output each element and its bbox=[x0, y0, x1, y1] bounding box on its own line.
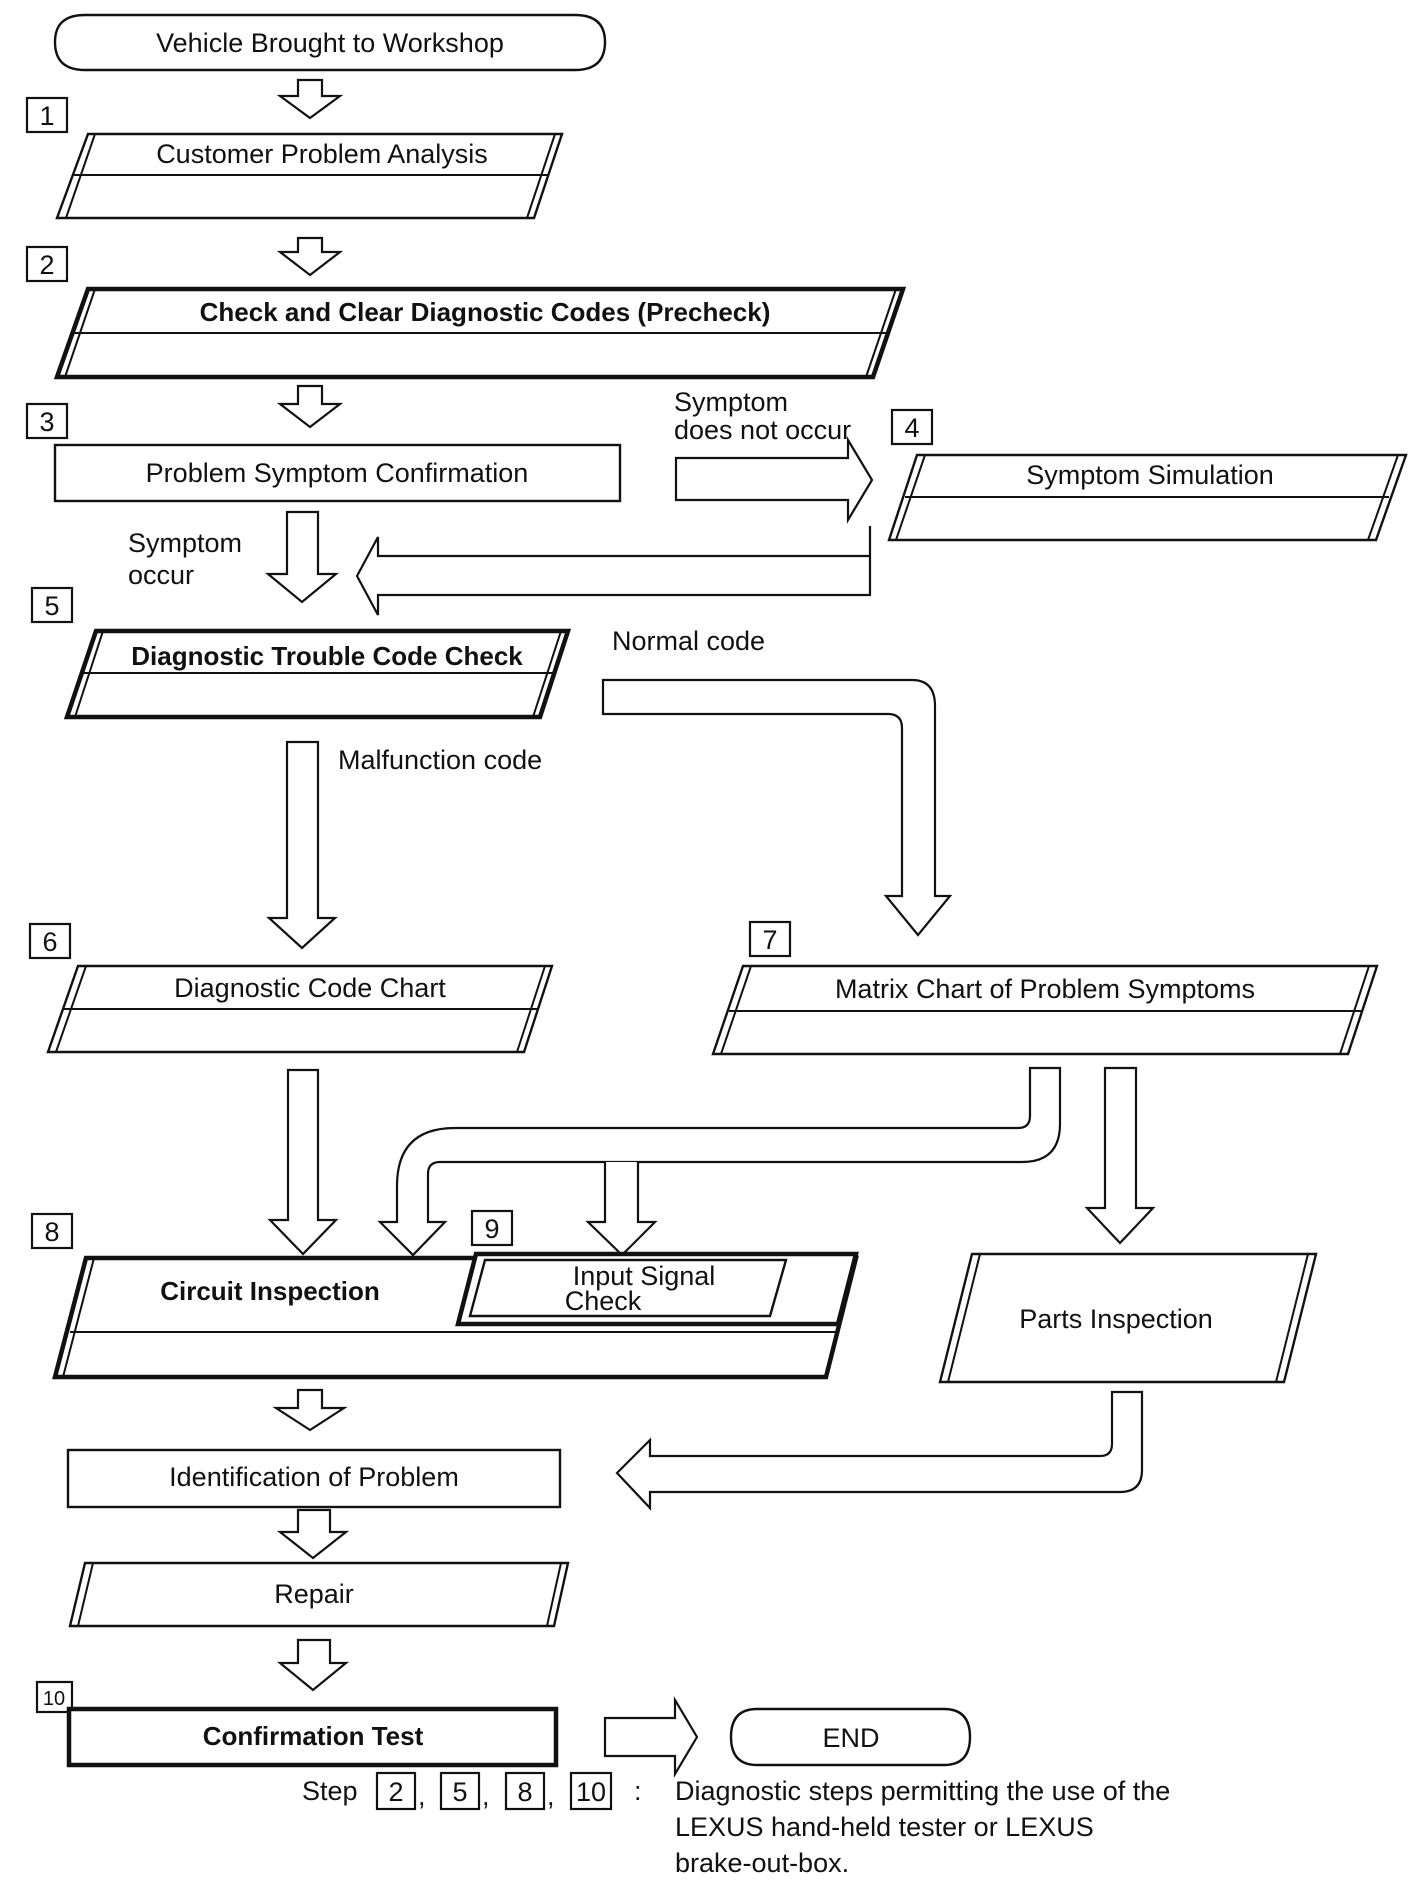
parts-inspection: Parts Inspection bbox=[938, 1252, 1318, 1384]
step-label: Input Signal bbox=[573, 1261, 716, 1291]
step-number-box bbox=[30, 586, 74, 624]
step-number-box bbox=[30, 1212, 74, 1250]
legend-step: 8 bbox=[517, 1777, 532, 1807]
step-number-box bbox=[25, 402, 69, 440]
flow-arrow bbox=[276, 384, 344, 429]
step-label: Diagnostic Trouble Code Check bbox=[131, 641, 523, 671]
step-label: Parts Inspection bbox=[1019, 1304, 1213, 1334]
legend-separator: , bbox=[418, 1781, 426, 1811]
legend-prefix: Step bbox=[302, 1776, 358, 1806]
flow-arrow bbox=[264, 510, 340, 604]
step-2: 2 Check and Clear Diagnostic Codes (Prec… bbox=[25, 245, 907, 380]
step-number-box bbox=[470, 1209, 514, 1247]
step-5: 5 Diagnostic Trouble Code Check bbox=[30, 586, 572, 720]
step-label: Repair bbox=[274, 1579, 354, 1609]
legend-description: Diagnostic steps permitting the use of t… bbox=[675, 1776, 1170, 1806]
legend: Step 2 , 5 , 8 , 10 : Diagnostic steps p… bbox=[302, 1771, 1170, 1878]
step-number: 9 bbox=[484, 1214, 499, 1244]
legend-step: 5 bbox=[452, 1777, 467, 1807]
edge-label-symptom-not-occur: does not occur bbox=[674, 415, 851, 445]
flow-arrow bbox=[1084, 1066, 1156, 1245]
legend-separator: , bbox=[547, 1781, 555, 1811]
edge-label-normal-code: Normal code bbox=[612, 626, 765, 656]
legend-step: 10 bbox=[576, 1777, 606, 1807]
step-number: 2 bbox=[39, 250, 54, 280]
step-number: 4 bbox=[904, 413, 919, 443]
step-number: 6 bbox=[42, 927, 57, 957]
end-label: END bbox=[822, 1723, 879, 1753]
step-number: 3 bbox=[39, 407, 54, 437]
step-label: Identification of Problem bbox=[169, 1462, 459, 1492]
legend-separator: , bbox=[482, 1781, 490, 1811]
step-4: 4 Symptom Simulation bbox=[887, 408, 1408, 542]
flow-arrow-left bbox=[355, 526, 872, 616]
step-label: Check bbox=[565, 1286, 642, 1316]
step-10: 10 Confirmation Test bbox=[35, 1680, 559, 1768]
step-number-box bbox=[25, 96, 69, 134]
flow-arrow bbox=[276, 78, 344, 120]
edge-label-symptom-occur: Symptom bbox=[128, 528, 242, 558]
start-label: Vehicle Brought to Workshop bbox=[156, 28, 504, 58]
flow-arrow-right bbox=[603, 1695, 699, 1779]
flow-arrow-branch bbox=[377, 1066, 1062, 1257]
step-number: 7 bbox=[762, 925, 777, 955]
flow-arrow-right bbox=[674, 436, 874, 524]
legend-description: brake-out-box. bbox=[675, 1848, 849, 1878]
legend-step-box bbox=[375, 1771, 417, 1811]
step-6: 6 Diagnostic Code Chart bbox=[28, 922, 554, 1054]
flow-arrow-left bbox=[615, 1390, 1144, 1511]
step-number: 10 bbox=[43, 1688, 65, 1710]
step-label: Matrix Chart of Problem Symptoms bbox=[835, 974, 1255, 1004]
step-number-box bbox=[890, 408, 934, 446]
step-9: 9 Input Signal Check bbox=[455, 1209, 859, 1327]
flow-arrow bbox=[266, 740, 338, 950]
legend-step-box bbox=[439, 1771, 481, 1811]
legend-description: LEXUS hand-held tester or LEXUS bbox=[675, 1812, 1094, 1842]
step-label: Diagnostic Code Chart bbox=[174, 973, 446, 1003]
flow-arrow bbox=[272, 1388, 348, 1432]
step-1: 1 Customer Problem Analysis bbox=[25, 96, 564, 220]
step-label: Confirmation Test bbox=[203, 1721, 424, 1751]
step-label: Customer Problem Analysis bbox=[156, 139, 488, 169]
edge-label-symptom-occur: occur bbox=[128, 560, 194, 590]
flow-arrow bbox=[276, 1508, 350, 1560]
step-7: 7 Matrix Chart of Problem Symptoms bbox=[711, 920, 1379, 1056]
flow-arrow bbox=[276, 1638, 350, 1692]
step-number-box bbox=[25, 245, 69, 283]
flow-arrow bbox=[267, 1068, 339, 1256]
legend-step: 2 bbox=[388, 1777, 403, 1807]
step-3: 3 Problem Symptom Confirmation bbox=[25, 402, 622, 503]
step-label: Circuit Inspection bbox=[160, 1276, 380, 1306]
step-number-box bbox=[35, 1680, 74, 1714]
repair: Repair bbox=[68, 1561, 570, 1628]
step-number: 5 bbox=[44, 591, 59, 621]
legend-colon: : bbox=[634, 1776, 642, 1806]
edge-label-malfunction-code: Malfunction code bbox=[338, 745, 542, 775]
step-number: 1 bbox=[39, 101, 54, 131]
legend-step-box bbox=[504, 1771, 546, 1811]
flow-arrow bbox=[276, 236, 344, 277]
step-label: Symptom Simulation bbox=[1026, 460, 1274, 490]
flow-arrow-bent bbox=[601, 678, 953, 937]
identification-of-problem: Identification of Problem bbox=[66, 1448, 562, 1509]
step-label: Check and Clear Diagnostic Codes (Preche… bbox=[200, 297, 771, 327]
legend-step-box bbox=[569, 1771, 613, 1811]
step-number: 8 bbox=[44, 1217, 59, 1247]
step-number-box bbox=[748, 920, 792, 958]
step-number-box bbox=[28, 922, 72, 960]
flow-arrow-branch bbox=[585, 1162, 658, 1257]
start-terminal: Vehicle Brought to Workshop bbox=[53, 13, 607, 72]
end-terminal: END bbox=[729, 1707, 972, 1767]
step-label: Problem Symptom Confirmation bbox=[146, 458, 529, 488]
edge-label-symptom-not-occur: Symptom bbox=[674, 387, 788, 417]
